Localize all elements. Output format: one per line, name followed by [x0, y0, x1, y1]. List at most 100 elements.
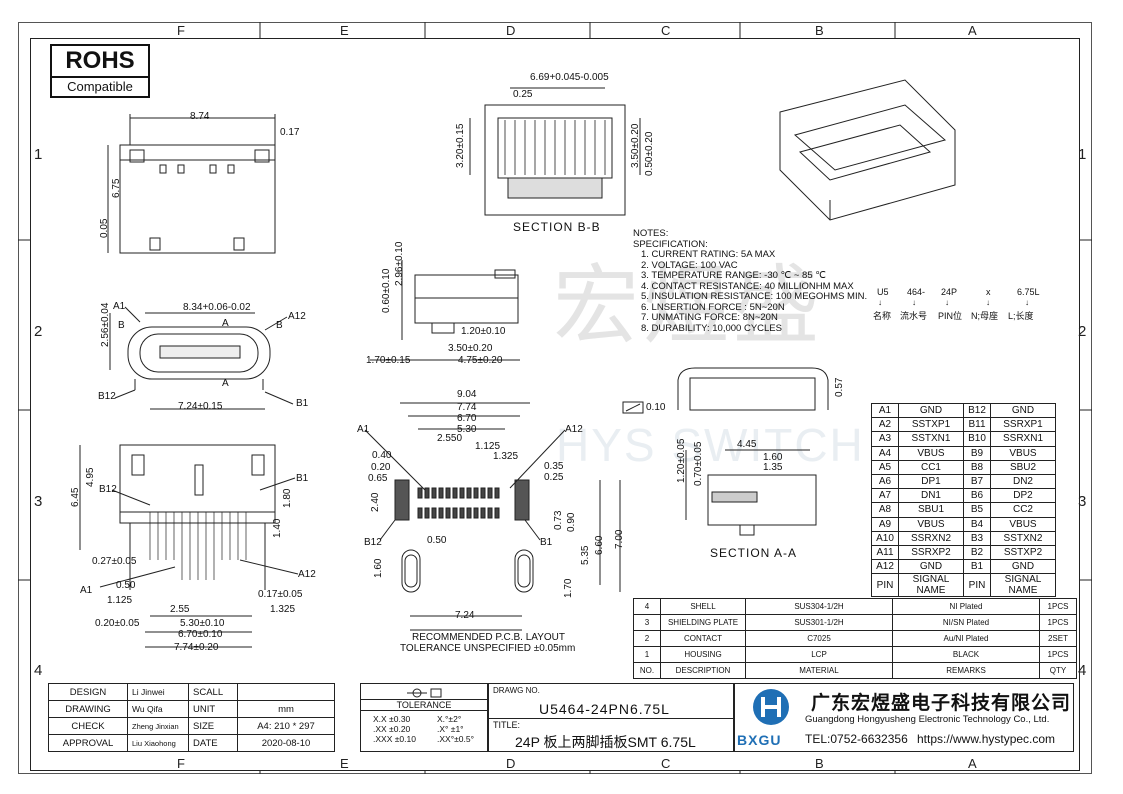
dim-pcb-050: 0.50: [427, 535, 447, 546]
label-b12-front: B12: [98, 391, 116, 402]
tolerance-title: TOLERANCE: [361, 699, 487, 711]
label-b1-front: B1: [296, 398, 309, 409]
company-website[interactable]: https://www.hystypec.com: [917, 732, 1056, 746]
dim-pcb-040: 0.40: [372, 450, 392, 461]
dim-bb-669: 6.69+0.045-0.005: [530, 72, 609, 83]
zone-left-2: 2: [34, 323, 43, 340]
flatness-value: 0.10: [646, 402, 666, 413]
dim-pcb-020: 0.20: [371, 462, 391, 473]
dim-bottom-1125: 1.125: [107, 595, 133, 606]
zone-right-2: 2: [1078, 323, 1087, 340]
zone-top-e: E: [340, 23, 349, 38]
zone-top-f: F: [177, 23, 185, 38]
part-code-x: x: [986, 287, 991, 297]
label-b12-bottom: B12: [99, 484, 117, 495]
dim-bottom-255: 2.55: [170, 604, 190, 615]
zone-top-c: C: [661, 23, 671, 38]
dim-aa-135: 1.35: [763, 462, 783, 473]
dim-side-475: 4.75±0.20: [458, 355, 503, 366]
dim-bb-320: 3.20±0.15: [455, 123, 466, 168]
dim-side-120: 1.20±0.10: [461, 326, 506, 337]
label-section-a-top: A: [222, 318, 229, 329]
zone-bottom-c: C: [661, 756, 671, 771]
dim-pcb-774: 7.74: [457, 402, 477, 413]
tolerance-values-left: X.X ±0.30 .XX ±0.20 .XXX ±0.10: [373, 714, 416, 744]
dim-pcb-090: 0.90: [566, 512, 577, 532]
projection-symbol-icon: [407, 688, 442, 698]
tolerance-values-right: X.°±2° .X° ±1° .XX°±0.5°: [437, 714, 474, 744]
label-section-b-left: B: [118, 320, 125, 331]
label-b12-pcb: B12: [364, 537, 382, 548]
part-code-u5: U5: [877, 287, 889, 297]
dim-pcb-530: 5.30: [457, 424, 477, 435]
zone-bottom-e: E: [340, 756, 349, 771]
dim-bottom-670: 6.70±0.10: [178, 629, 223, 640]
note-item: 3. TEMPERATURE RANGE: -30 ℃ ~ 85 ℃: [641, 270, 826, 281]
part-code-arrows-24p: ↓: [945, 298, 949, 307]
dim-pcb-1325: 1.325: [493, 451, 519, 462]
zone-left-1: 1: [34, 146, 43, 163]
notes-title: NOTES:: [633, 228, 669, 239]
dim-front-834: 8.34+0.06-0.02: [183, 302, 251, 313]
zone-bottom-a: A: [968, 756, 977, 771]
dim-aa-057: 0.57: [834, 377, 845, 397]
rohs-subtitle: Compatible: [52, 76, 148, 96]
company-logo-icon: [753, 689, 789, 725]
dim-pcb-660: 6.60: [594, 535, 605, 555]
dim-pcb-065: 0.65: [368, 473, 388, 484]
dim-pcb-1125: 1.125: [475, 441, 501, 452]
note-item: 7. UNMATING FORCE: 8N~20N: [641, 312, 778, 323]
drawing-title: 24P 板上两脚插板SMT 6.75L: [515, 734, 696, 750]
zone-left-3: 3: [34, 493, 43, 510]
label-section-b-right: B: [276, 320, 283, 331]
zone-left-4: 4: [34, 662, 43, 679]
table-row: DESIGN Li Jinwei SCALL: [48, 683, 335, 701]
dim-pcb-160: 1.60: [373, 558, 384, 578]
dim-pcb-535: 5.35: [580, 545, 591, 565]
label-section-a-bottom: A: [222, 378, 229, 389]
dim-side-170: 1.70±0.15: [366, 355, 411, 366]
part-code-length: 6.75L: [1017, 287, 1040, 297]
dim-bb-350: 3.50±0.20: [630, 123, 641, 168]
drawing-no: U5464-24PN6.75L: [539, 701, 670, 717]
pcb-layout-title: RECOMMENDED P.C.B. LAYOUT: [412, 632, 565, 643]
label-a1-pcb: A1: [357, 424, 370, 435]
company-logo-text: BXGU: [737, 732, 782, 748]
watermark-cn: 宏煜盛: [553, 256, 823, 356]
dim-side-060: 0.60±0.10: [381, 268, 392, 313]
notes-block: NOTES: SPECIFICATION: 1. CURRENT RATING:…: [633, 228, 867, 334]
note-item: 4. CONTACT RESISTANCE: 40 MILLIONHM MAX: [641, 280, 854, 292]
dim-bottom-774: 7.74±0.20: [174, 642, 219, 653]
label-a12-pcb: A12: [565, 424, 583, 435]
dim-aa-120: 1.20±0.05: [676, 438, 687, 483]
zone-right-3: 3: [1078, 493, 1087, 510]
note-item: 1. CURRENT RATING: 5A MAX: [641, 249, 776, 260]
zone-right-4: 4: [1078, 662, 1087, 679]
dim-top-017: 0.17: [280, 127, 300, 138]
dim-aa-445: 4.45: [737, 439, 757, 450]
zone-top-a: A: [968, 23, 977, 38]
dim-bottom-027: 0.27±0.05: [92, 556, 137, 567]
part-code-24p: 24P: [941, 287, 958, 297]
dim-pcb-724: 7.24: [455, 610, 475, 621]
pcb-tolerance: TOLERANCE UNSPECIFIED ±0.05mm: [400, 643, 576, 654]
section-aa-label: SECTION A-A: [710, 546, 798, 560]
title-label: TITLE:: [493, 720, 521, 730]
dim-aa-070: 0.70±0.05: [693, 441, 704, 486]
dim-aa-160: 1.60: [763, 452, 783, 463]
dim-pcb-904: 9.04: [457, 389, 477, 400]
dim-bottom-140: 1.40: [272, 518, 283, 538]
dim-bottom-1325: 1.325: [270, 604, 296, 615]
watermark-en: HYS SWITCH: [556, 419, 865, 471]
